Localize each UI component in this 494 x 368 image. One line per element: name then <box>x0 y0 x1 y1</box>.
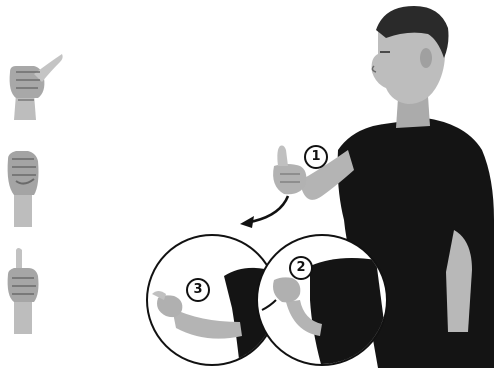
step-number-1: 1 <box>304 145 328 169</box>
curved-arrow-icon <box>236 192 296 234</box>
handshape-y-icon <box>2 244 42 336</box>
handshape-s-icon <box>2 145 42 229</box>
inset-step-2 <box>256 234 388 366</box>
step-number-2: 2 <box>289 256 313 280</box>
handshape-a-icon <box>4 42 66 122</box>
step-number-3: 3 <box>186 278 210 302</box>
step-2-illustration <box>258 236 388 366</box>
